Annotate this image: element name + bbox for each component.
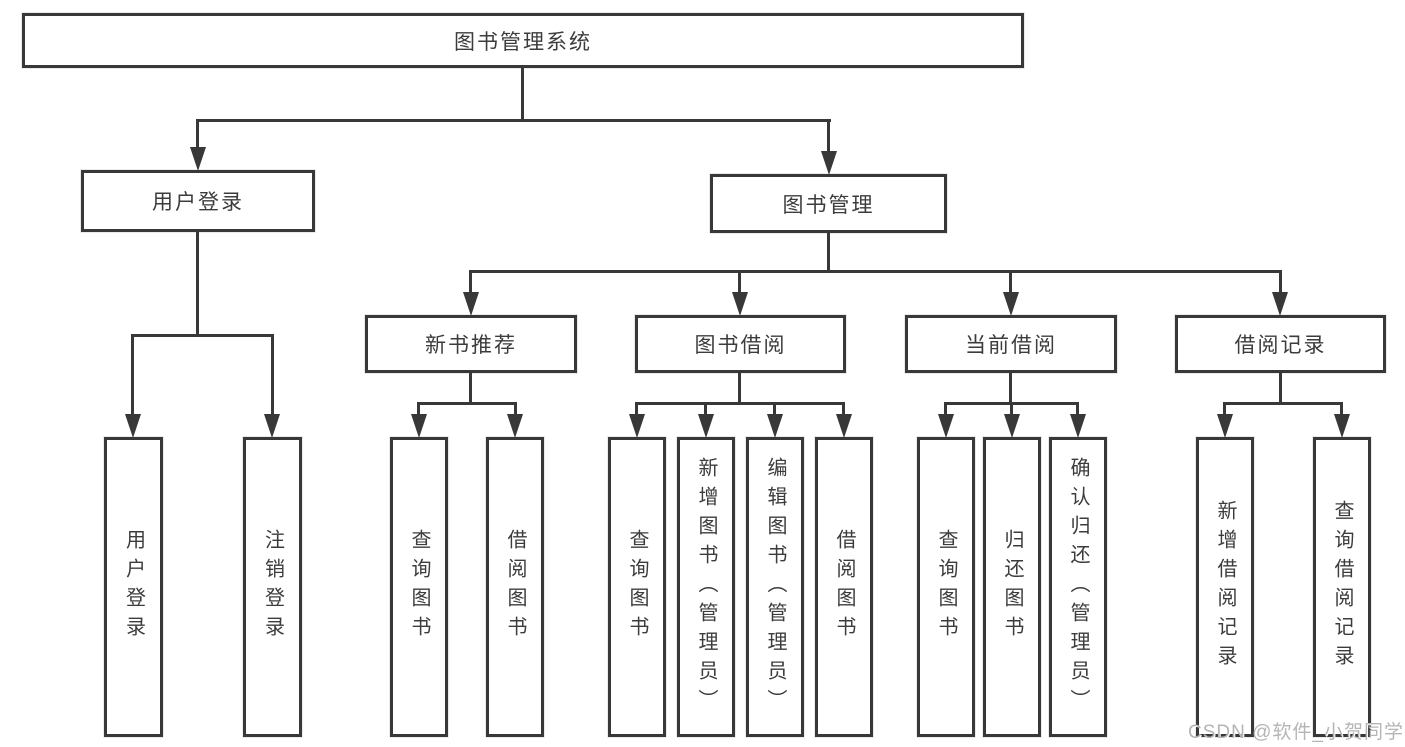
node-borrow-record-label: 借阅记录 [1234, 334, 1327, 357]
arrow-down-icon [125, 414, 141, 438]
arrow-down-icon [463, 292, 479, 316]
node-book-mgmt: 图书管理 [710, 174, 947, 233]
node-leaf-return-book: 归还图书 [983, 437, 1041, 737]
node-current-borrow: 当前借阅 [905, 315, 1117, 373]
arrow-down-icon [1217, 414, 1233, 438]
node-leaf-query-book-1-label: 查询图书 [408, 529, 430, 645]
arrow-down-icon [938, 414, 954, 438]
connector-line [738, 270, 741, 295]
node-leaf-add-borrow-record-label: 新增借阅记录 [1214, 500, 1236, 674]
arrow-down-icon [698, 414, 714, 438]
connector-line [196, 231, 199, 337]
node-leaf-query-borrow-record: 查询借阅记录 [1313, 437, 1371, 737]
arrow-down-icon [836, 414, 852, 438]
node-borrow-record: 借阅记录 [1175, 315, 1386, 373]
arrow-down-icon [507, 414, 523, 438]
node-leaf-borrow-book-2: 借阅图书 [815, 437, 873, 737]
connector-line [131, 334, 274, 337]
connector-line [1279, 372, 1282, 405]
node-leaf-add-book-admin: 新增图书（管理员） [677, 437, 735, 737]
node-leaf-return-book-label: 归还图书 [1001, 529, 1023, 645]
node-book-borrow: 图书借阅 [635, 315, 846, 373]
node-leaf-logout-label: 注销登录 [261, 529, 284, 645]
connector-line [1010, 402, 1013, 416]
node-leaf-add-borrow-record: 新增借阅记录 [1196, 437, 1254, 737]
node-user-login: 用户登录 [81, 170, 315, 232]
node-root-label: 图书管理系统 [454, 30, 592, 54]
node-leaf-query-book-1: 查询图书 [390, 437, 448, 737]
node-leaf-borrow-book-1-label: 借阅图书 [504, 529, 526, 645]
csdn-watermark: CSDN @软件_小贺同学 [1188, 722, 1404, 743]
connector-line [521, 67, 524, 122]
connector-line [1076, 402, 1079, 416]
node-user-login-label: 用户登录 [152, 191, 244, 214]
node-leaf-query-book-3-label: 查询图书 [935, 529, 957, 645]
node-leaf-query-book-3: 查询图书 [917, 437, 975, 737]
node-leaf-confirm-return-admin-label: 确认归还（管理员） [1067, 456, 1089, 718]
node-leaf-borrow-book-2-label: 借阅图书 [833, 529, 855, 645]
arrow-down-icon [1070, 414, 1086, 438]
node-leaf-logout: 注销登录 [243, 437, 302, 737]
connector-line [1279, 270, 1282, 295]
connector-line [417, 402, 420, 416]
node-book-borrow-label: 图书借阅 [694, 334, 787, 357]
arrow-down-icon [821, 151, 837, 175]
connector-line [635, 402, 845, 405]
connector-line [271, 334, 274, 416]
node-leaf-query-book-2: 查询图书 [608, 437, 666, 737]
node-leaf-add-book-admin-label: 新增图书（管理员） [695, 456, 717, 718]
connector-line [1223, 402, 1343, 405]
node-leaf-query-book-2-label: 查询图书 [626, 529, 648, 645]
connector-line [827, 119, 830, 154]
connector-line [1223, 402, 1226, 416]
arrow-down-icon [1003, 292, 1019, 316]
connector-line [196, 119, 831, 122]
node-leaf-edit-book-admin: 编辑图书（管理员） [746, 437, 804, 737]
connector-line [469, 270, 472, 295]
node-book-mgmt-label: 图书管理 [782, 193, 875, 217]
arrow-down-icon [629, 414, 645, 438]
connector-line [635, 402, 638, 416]
node-leaf-edit-book-admin-label: 编辑图书（管理员） [764, 456, 786, 718]
connector-line [738, 372, 741, 405]
node-new-book-rec: 新书推荐 [365, 315, 577, 373]
connector-line [514, 402, 517, 416]
connector-line [417, 402, 517, 405]
node-leaf-query-borrow-record-label: 查询借阅记录 [1331, 500, 1353, 674]
arrow-down-icon [1004, 414, 1020, 438]
arrow-down-icon [767, 414, 783, 438]
connector-line [827, 232, 830, 273]
arrow-down-icon [1272, 292, 1288, 316]
node-leaf-user-login-label: 用户登录 [122, 529, 145, 645]
node-new-book-rec-label: 新书推荐 [425, 334, 517, 357]
connector-line [704, 402, 707, 416]
arrow-down-icon [190, 147, 206, 171]
connector-line [773, 402, 776, 416]
node-root: 图书管理系统 [22, 13, 1024, 68]
connector-line [131, 334, 134, 416]
arrow-down-icon [264, 414, 280, 438]
node-leaf-borrow-book-1: 借阅图书 [486, 437, 544, 737]
connector-line [469, 270, 1281, 273]
arrow-down-icon [732, 292, 748, 316]
connector-line [1340, 402, 1343, 416]
node-leaf-confirm-return-admin: 确认归还（管理员） [1049, 437, 1107, 737]
connector-line [1009, 270, 1012, 295]
connector-line [196, 119, 199, 150]
node-current-borrow-label: 当前借阅 [965, 334, 1057, 357]
arrow-down-icon [411, 414, 427, 438]
arrow-down-icon [1334, 414, 1350, 438]
connector-line [842, 402, 845, 416]
connector-line [1009, 372, 1012, 405]
connector-line [469, 372, 472, 405]
node-leaf-user-login: 用户登录 [104, 437, 163, 737]
connector-line [944, 402, 947, 416]
